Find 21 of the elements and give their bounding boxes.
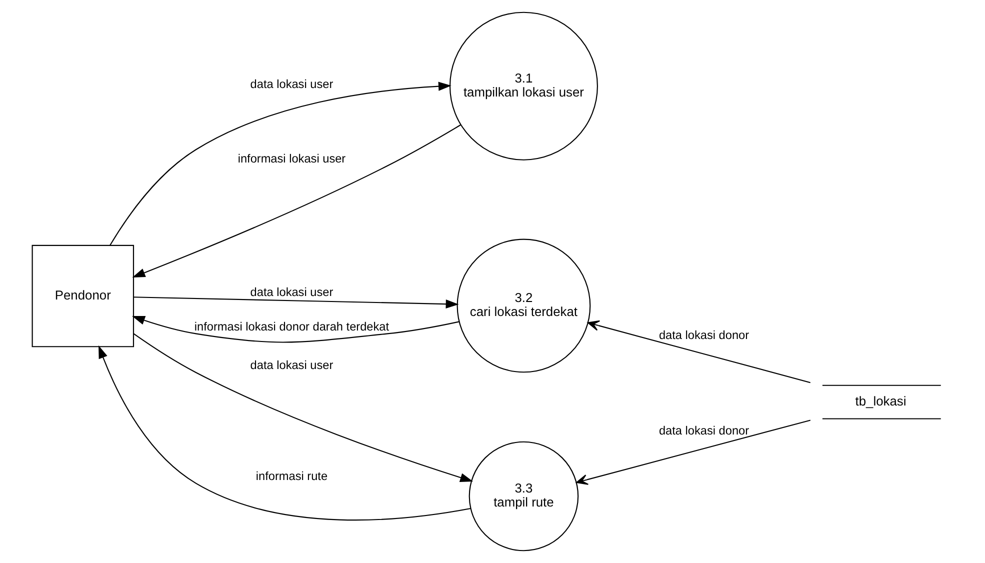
arrow	[110, 82, 452, 246]
edge-label: data lokasi user	[250, 77, 334, 92]
edge-label: data lokasi user	[250, 284, 334, 299]
node-circle: 3.1 tampilkan lokasi user	[449, 12, 598, 160]
edge-label: informasi lokasi user	[238, 151, 346, 166]
node-text: tb_lokasi	[855, 393, 906, 408]
node-circle: 3.2 cari lokasi terdekat	[456, 238, 591, 373]
node-circle: 3.3 tampil rute	[468, 441, 579, 552]
arrow	[133, 333, 474, 482]
arrow	[587, 320, 810, 384]
arrow	[134, 296, 459, 309]
arrow	[132, 316, 460, 343]
edge-label: data lokasi user	[250, 358, 334, 372]
arrow	[576, 420, 811, 485]
node-box: Pendonor	[32, 244, 134, 348]
edge-label: data lokasi donor	[658, 328, 750, 342]
edge-label: data lokasi donor	[658, 424, 750, 438]
arrow	[132, 124, 461, 278]
edge-label: informasi rute	[256, 468, 328, 483]
arrow	[98, 345, 471, 520]
edge-label: informasi lokasi donor darah terdekat	[194, 319, 390, 334]
